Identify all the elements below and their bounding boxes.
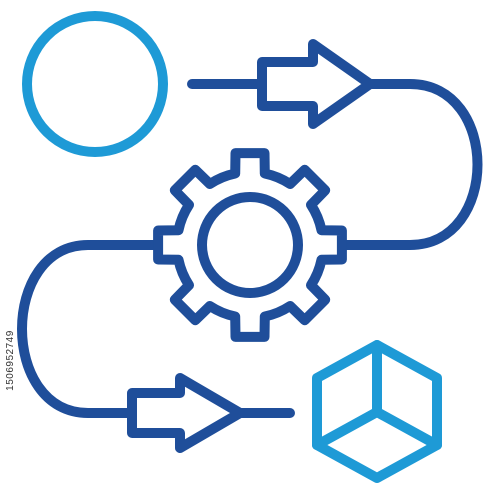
gear-icon [153,148,347,342]
flow-path [17,79,483,418]
stock-image-id: 1506952749 [2,250,18,470]
circle-icon [22,11,168,157]
cube-edge [372,407,442,450]
gear-outline [153,148,347,342]
arrow-right-icon [257,39,375,129]
cube-outline [312,340,442,483]
cube-icon [312,340,442,483]
cube-edge [312,407,382,450]
gear-hole [197,192,303,298]
stock-image-id-text: 1506952749 [4,329,16,391]
arrow-right-icon [127,373,245,453]
